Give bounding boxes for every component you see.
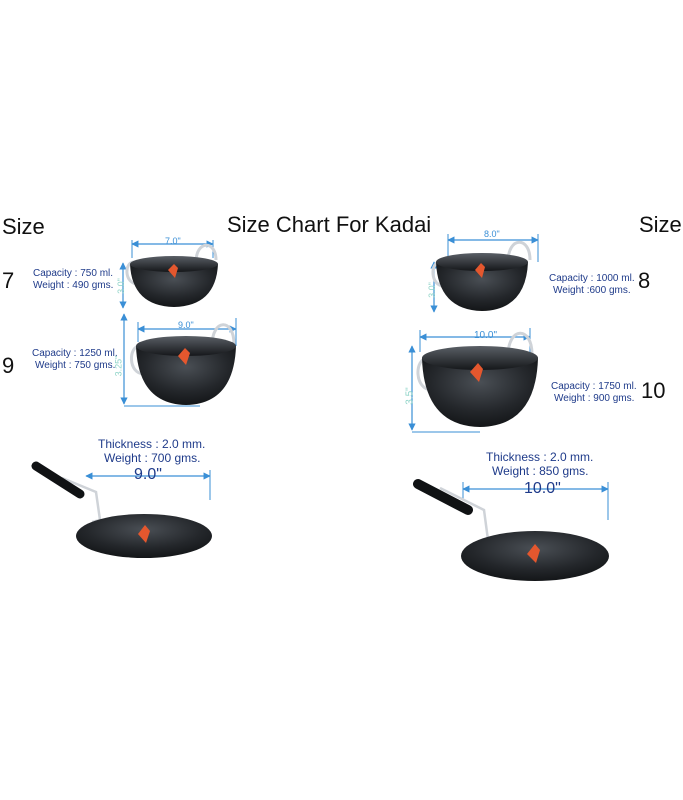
chart-title: Size Chart For Kadai bbox=[227, 212, 432, 237]
capacity-label: Capacity : 1250 ml. bbox=[32, 348, 118, 359]
logo-icon bbox=[168, 264, 178, 278]
diameter-label: 10.0" bbox=[474, 330, 498, 341]
kadai-rim bbox=[422, 346, 538, 370]
kadai-body bbox=[436, 262, 528, 311]
kadai-body bbox=[130, 264, 218, 307]
diameter-label: 7.0" bbox=[165, 236, 181, 246]
logo-icon bbox=[138, 525, 150, 543]
tawa-handle-grip bbox=[31, 461, 85, 499]
height-label: 3.0" bbox=[426, 282, 437, 298]
capacity-label: Capacity : 1750 ml. bbox=[551, 381, 637, 392]
thickness-label: Thickness : 2.0 mm. bbox=[98, 437, 206, 451]
size-number: 9 bbox=[2, 353, 15, 378]
height-label: 3.5" bbox=[404, 387, 416, 405]
logo-icon bbox=[470, 363, 483, 382]
weight-label: Weight : 750 gms. bbox=[35, 360, 116, 371]
weight-label: Weight : 900 gms. bbox=[554, 393, 635, 404]
tawa-right bbox=[413, 479, 609, 581]
height-label: 3.0" bbox=[115, 278, 126, 294]
size-number: 7 bbox=[2, 268, 15, 293]
kadai-size-7 bbox=[119, 240, 218, 309]
weight-label: Weight :600 gms. bbox=[553, 285, 631, 296]
logo-icon bbox=[475, 263, 485, 278]
tawa-handle-grip bbox=[413, 479, 473, 515]
kadai-body bbox=[422, 358, 538, 427]
weight-label: Weight : 850 gms. bbox=[492, 464, 589, 478]
kadai-rim bbox=[436, 253, 528, 271]
kadai-body bbox=[136, 346, 236, 405]
tawa-left bbox=[31, 461, 212, 558]
kadai-size-8 bbox=[430, 234, 539, 313]
logo-icon bbox=[178, 348, 190, 365]
thickness-label: Thickness : 2.0 mm. bbox=[486, 450, 594, 464]
kadai-size-10 bbox=[408, 328, 538, 433]
kadai-size-9 bbox=[120, 313, 237, 407]
logo-icon bbox=[527, 544, 540, 563]
size-heading-right: Size bbox=[639, 212, 682, 237]
height-label: 3.25" bbox=[113, 355, 124, 377]
size-number: 8 bbox=[638, 268, 651, 293]
weight-label: Weight : 490 gms. bbox=[33, 280, 114, 291]
size-heading-left: Size bbox=[2, 214, 45, 239]
size-number: 10 bbox=[641, 378, 666, 403]
weight-label: Weight : 700 gms. bbox=[104, 451, 201, 465]
diameter-label: 10.0" bbox=[524, 480, 561, 497]
kadai-rim bbox=[136, 336, 236, 356]
capacity-label: Capacity : 1000 ml. bbox=[549, 273, 635, 284]
diameter-label: 8.0" bbox=[484, 229, 500, 239]
diameter-label: 9.0" bbox=[134, 466, 162, 483]
capacity-label: Capacity : 750 ml. bbox=[33, 268, 114, 279]
diameter-label: 9.0" bbox=[178, 320, 194, 330]
